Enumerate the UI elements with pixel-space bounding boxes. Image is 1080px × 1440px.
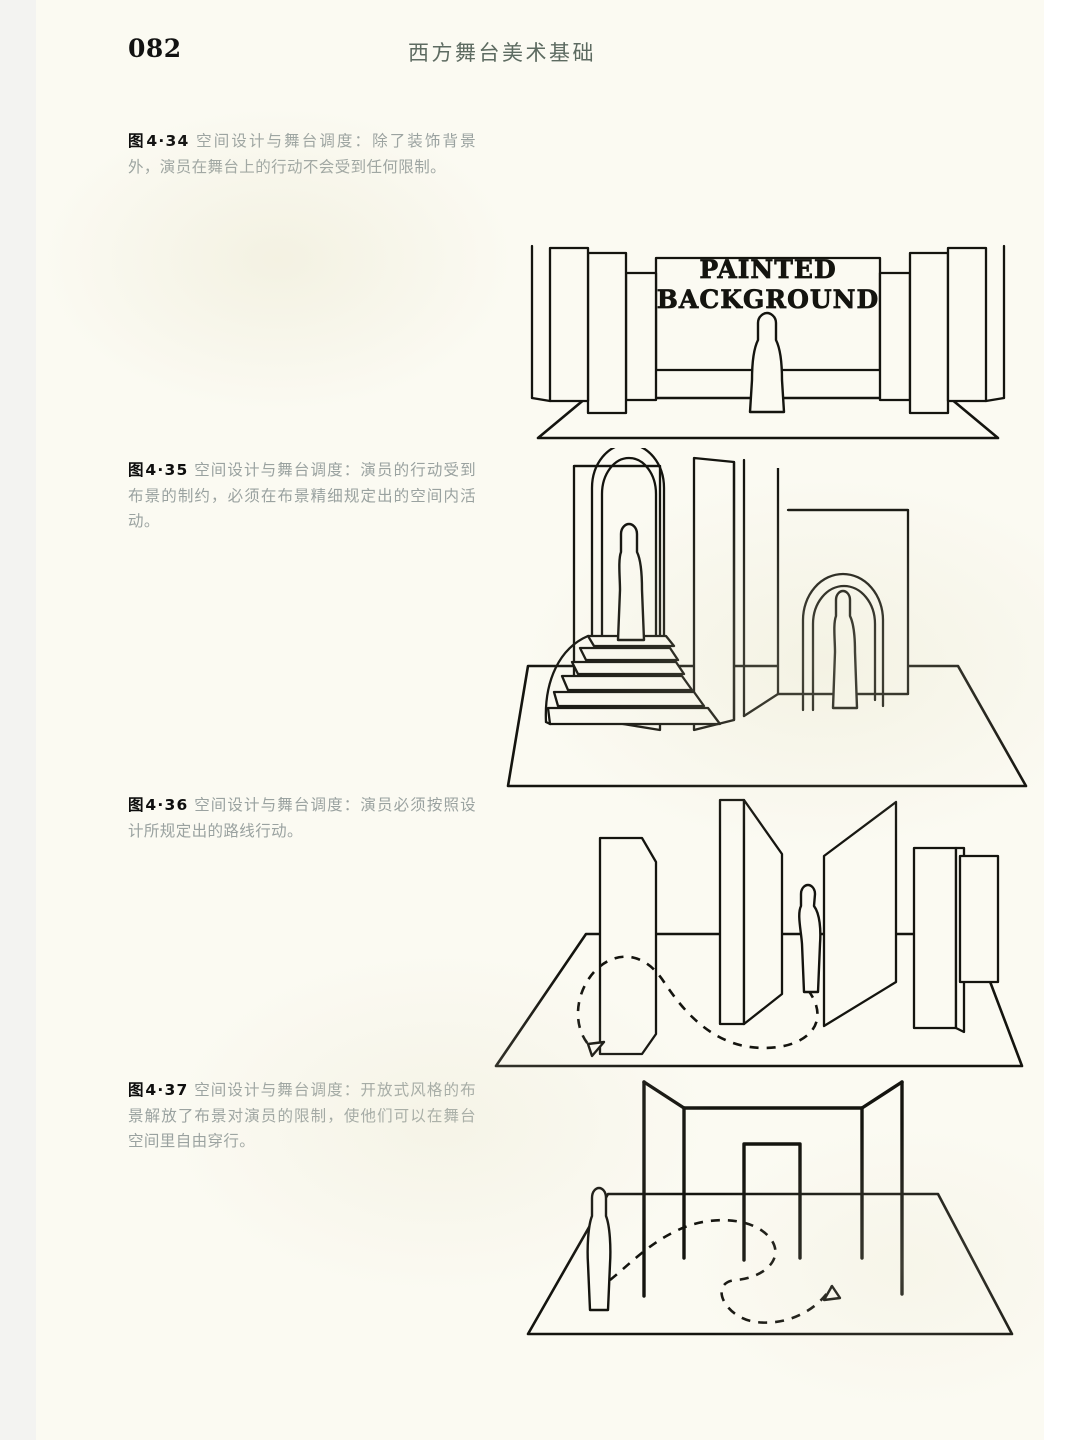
arch-left-outer-4-35 [590,448,666,646]
frame-lintel-left-4-37 [642,1080,686,1110]
figure-caption-text-4-35: 空间设计与舞台调度：演员的行动受到布景的制约，必须在布景精细规定出的空间内活动。 [128,461,476,530]
actor-figure-4-37 [586,1186,612,1312]
actor-figure-4-34 [748,311,786,414]
backdrop-label-line2: BACKGROUND [657,285,879,314]
stair-curved-side-4-35 [544,634,590,724]
arch-right-outer-4-35 [801,572,885,712]
inner-door-frame-4-37 [742,1142,802,1262]
figure-illustration-4-37 [488,1072,1048,1344]
figure-illustration-4-35 [488,448,1048,793]
wing-flat-right-mid-4-34 [908,251,950,415]
stair-step-4-4-35 [560,674,694,692]
wing-flat-right-inner-4-34 [878,271,912,402]
movement-path-4-36 [576,955,819,1050]
wing-flat-left-inner-4-34 [624,271,658,402]
running-head: 082 西方舞台美术基础 [36,34,1044,68]
scan-right-margin [1044,0,1080,1440]
scan-gutter [0,0,36,1440]
arch-left-inner-4-35 [600,456,658,644]
stair-curve-base-4-35 [544,720,552,726]
wing-flat-right-outer-4-34 [946,246,988,403]
stair-step-5-4-35 [552,690,706,708]
backdrop-label-line1: PAINTED [699,255,836,284]
stair-step-6-4-35 [546,706,722,726]
figure-caption-text-4-34: 空间设计与舞台调度：除了装饰背景外，演员在舞台上的行动不会受到任何限制。 [128,132,477,176]
wing-base-left-4-34 [530,396,552,403]
figure-number-4-37: 图4·37 [128,1081,189,1099]
center-pillar-4-35 [692,456,736,732]
screen-flat-left-4-36 [598,836,658,1056]
movement-path-4-37 [609,1218,834,1324]
wing-base-right-4-34 [984,396,1006,403]
arch-right-inner-4-35 [811,584,877,712]
stair-step-2-4-35 [578,646,680,662]
frame-lintel-right-4-37 [860,1080,904,1110]
page-number: 082 [128,34,182,63]
actor-figure-left-4-35 [616,522,646,642]
figure-number-4-35: 图4·35 [128,461,189,479]
wing-flat-left-outer-4-34 [548,246,590,403]
figure-caption-text-4-37: 空间设计与舞台调度：开放式风格的布景解放了布景对演员的限制，使他们可以在舞台空间… [128,1081,476,1150]
figure-illustration-4-36 [452,786,1048,1074]
screen-wedge-right-4-36 [822,800,898,1028]
movement-path-arrowhead-4-36 [586,1040,606,1058]
figure-illustration-4-34: PAINTED BACKGROUND [488,118,1048,448]
actor-figure-right-4-35 [831,589,859,710]
screen-flat-center-a-4-36 [718,798,746,1026]
screen-flat-center-b-4-36 [742,798,784,1026]
wing-flat-left-mid-4-34 [586,251,628,415]
actor-figure-4-36 [798,883,822,994]
pillar-to-wall-4-35 [742,692,780,718]
screen-flat-right-outer-4-36 [958,854,1000,984]
movement-path-arrowhead-4-37 [822,1284,842,1302]
stair-step-3-4-35 [570,660,686,676]
figure-number-4-34: 图4·34 [128,132,190,150]
running-head-title: 西方舞台美术基础 [408,41,596,65]
figure-caption-text-4-36: 空间设计与舞台调度：演员必须按照设计所规定出的路线行动。 [128,796,476,840]
figure-number-4-36: 图4·36 [128,796,189,814]
